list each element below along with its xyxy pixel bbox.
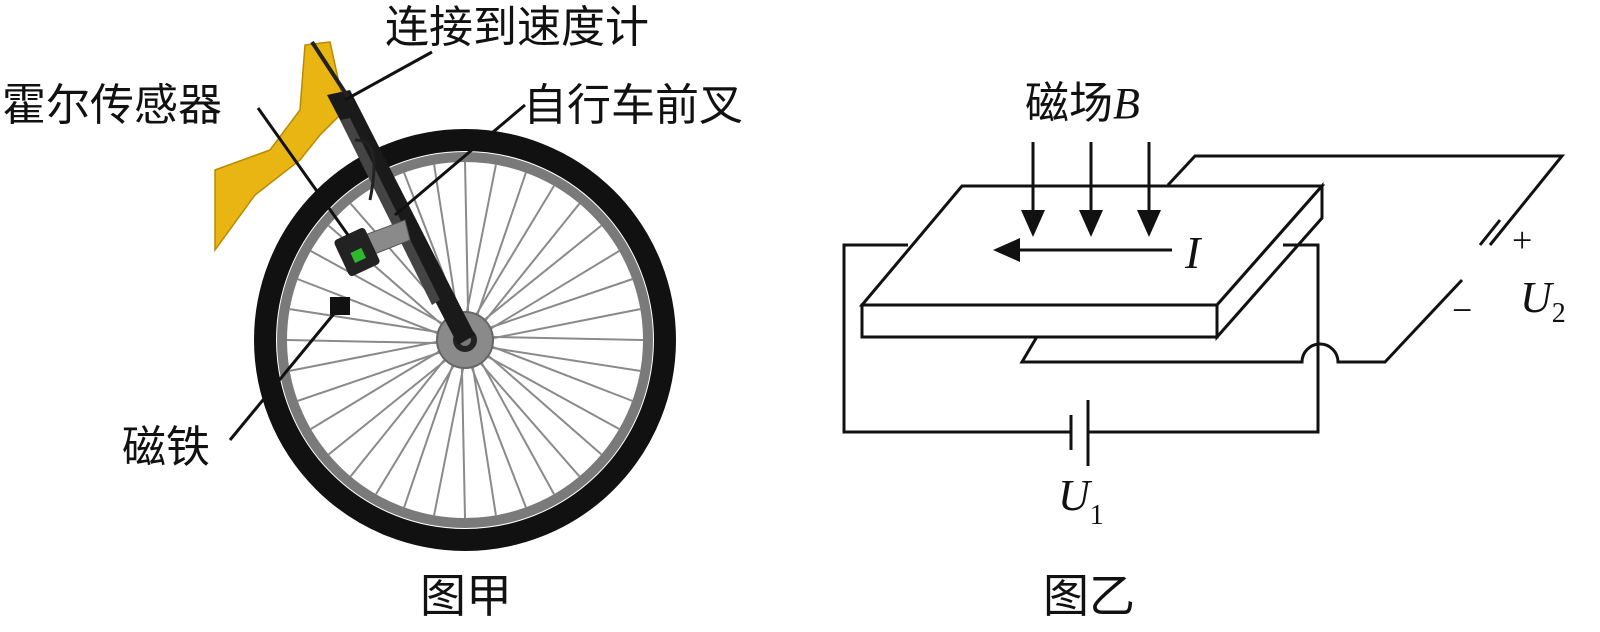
speedometer-cable bbox=[310, 40, 352, 102]
figure-b-labels: 磁场B I + − U2 U1 图乙 bbox=[1025, 78, 1566, 623]
wire-u1-loop bbox=[1088, 243, 1320, 434]
spoke bbox=[488, 250, 620, 331]
spoke bbox=[328, 358, 448, 456]
spoke bbox=[478, 361, 581, 478]
sensor-wire bbox=[354, 138, 376, 201]
label-magnet: 磁铁 bbox=[122, 422, 210, 473]
spoke bbox=[483, 203, 581, 323]
label-speedometer: 连接到速度计 bbox=[385, 2, 649, 53]
spoke bbox=[460, 365, 466, 519]
u2-terminal-top bbox=[1478, 219, 1502, 246]
spoke bbox=[487, 278, 633, 330]
hall-plate-front bbox=[860, 303, 1219, 339]
spoke bbox=[289, 308, 441, 334]
label-field: 磁场B bbox=[1025, 78, 1140, 129]
spoke bbox=[475, 172, 527, 318]
spoke bbox=[433, 365, 465, 516]
wheel-spokes bbox=[286, 161, 644, 519]
label-u2: U2 bbox=[1520, 273, 1566, 329]
spoke bbox=[482, 224, 602, 322]
label-fork: 自行车前叉 bbox=[523, 80, 743, 131]
label-u1: U1 bbox=[1058, 471, 1104, 531]
spoke bbox=[433, 164, 459, 316]
spoke bbox=[490, 335, 644, 341]
spoke bbox=[297, 278, 441, 336]
spoke bbox=[486, 353, 603, 456]
leader-magnet bbox=[228, 309, 339, 441]
figure-b bbox=[842, 142, 1566, 466]
label-minus: − bbox=[1452, 290, 1472, 330]
wire-u1-loop-left bbox=[842, 243, 1071, 434]
caption-figure-b: 图乙 bbox=[1043, 569, 1135, 623]
spoke bbox=[465, 164, 497, 315]
spoke bbox=[403, 362, 455, 508]
leader-hall-sensor bbox=[256, 107, 350, 236]
figure-a: 连接到速度计 霍尔传感器 自行车前叉 磁铁 图甲 bbox=[2, 2, 743, 623]
spoke bbox=[489, 344, 633, 402]
spoke bbox=[469, 364, 527, 508]
leader-fork bbox=[394, 103, 526, 217]
hall-sensor-light bbox=[350, 247, 366, 263]
caption-figure-a: 图甲 bbox=[420, 569, 512, 623]
magnet bbox=[330, 297, 350, 315]
spoke bbox=[489, 346, 641, 372]
wire-u2-bottom bbox=[1019, 278, 1464, 364]
leader-speedometer bbox=[344, 50, 433, 102]
spoke bbox=[471, 364, 497, 516]
spoke bbox=[375, 363, 456, 495]
spoke bbox=[485, 354, 620, 430]
spoke bbox=[474, 185, 555, 317]
spoke bbox=[310, 349, 442, 430]
spoke bbox=[479, 360, 555, 495]
spoke bbox=[349, 357, 447, 477]
label-plus: + bbox=[1512, 220, 1532, 260]
fork-highlight bbox=[340, 118, 440, 305]
spoke bbox=[310, 250, 445, 326]
spoke bbox=[289, 340, 440, 372]
wire-u2-top bbox=[1166, 154, 1566, 246]
hall-plate-side bbox=[1215, 182, 1324, 341]
spoke bbox=[490, 308, 641, 340]
spoke bbox=[464, 161, 470, 315]
label-current: I bbox=[1184, 227, 1203, 278]
wheel-tire bbox=[254, 129, 676, 551]
label-hall-sensor: 霍尔传感器 bbox=[2, 80, 222, 131]
spoke bbox=[297, 350, 443, 402]
